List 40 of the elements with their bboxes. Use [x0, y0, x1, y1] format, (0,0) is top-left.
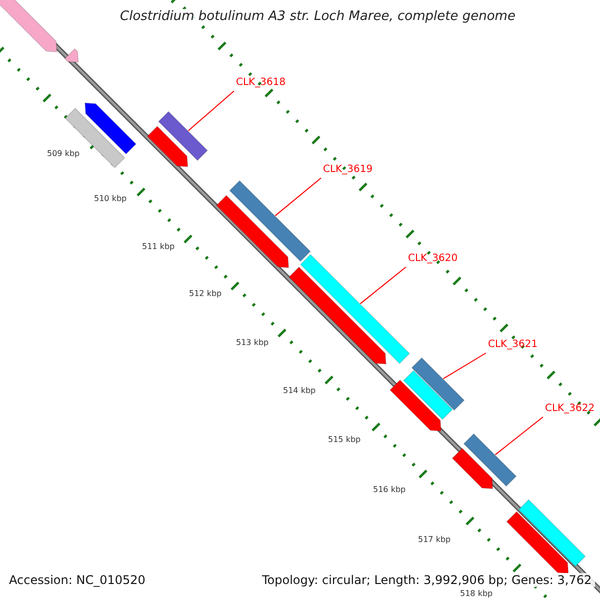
scale-label: 515 kbp [328, 435, 361, 445]
gene-label: CLK_3620 [408, 253, 458, 265]
title: Clostridium botulinum A3 str. Loch Maree, complete genome [120, 9, 516, 25]
scale-label: 510 kbp [94, 194, 127, 204]
gene-feature [0, 0, 58, 52]
gene-feature [411, 357, 465, 411]
gene-feature [506, 511, 569, 574]
gene-feature [84, 102, 137, 155]
gene-feature [158, 110, 208, 162]
leader-line [188, 90, 234, 132]
gene-feature [402, 370, 454, 420]
leader-line [360, 266, 406, 304]
footer-text: Accession: NC_010520 [9, 573, 146, 588]
gene-feature [216, 194, 290, 268]
gene-label: CLK_3622 [545, 403, 595, 415]
leader-line [442, 352, 486, 380]
scale-label: 514 kbp [283, 386, 316, 396]
gene-feature [518, 499, 586, 567]
footer-text: Topology: circular; Length: 3,992,906 bp; Genes: 3,762 [259, 573, 595, 588]
gene-label: CLK_3619 [323, 164, 373, 176]
scale-label: 516 kbp [373, 485, 406, 495]
leader-line [274, 178, 322, 216]
gene-feature [64, 108, 126, 168]
gene-label: CLK_3618 [236, 77, 286, 89]
gene-feature [228, 180, 312, 262]
gene-feature [452, 448, 494, 490]
gene-feature [389, 379, 442, 432]
scale-label: 513 kbp [236, 338, 269, 348]
gene-feature [288, 266, 386, 364]
gene-feature [300, 254, 410, 364]
gene-feature [463, 433, 517, 487]
scale-label: 517 kbp [418, 535, 451, 545]
gene-label: CLK_3621 [488, 339, 538, 351]
gene-feature [146, 126, 188, 168]
gene-feature [64, 48, 79, 63]
scale-label: 511 kbp [142, 242, 175, 252]
scale-label: 518 kbp [460, 589, 493, 599]
leader-line [494, 416, 544, 456]
scale-label: 512 kbp [189, 289, 222, 299]
scale-label: 509 kbp [47, 149, 80, 159]
